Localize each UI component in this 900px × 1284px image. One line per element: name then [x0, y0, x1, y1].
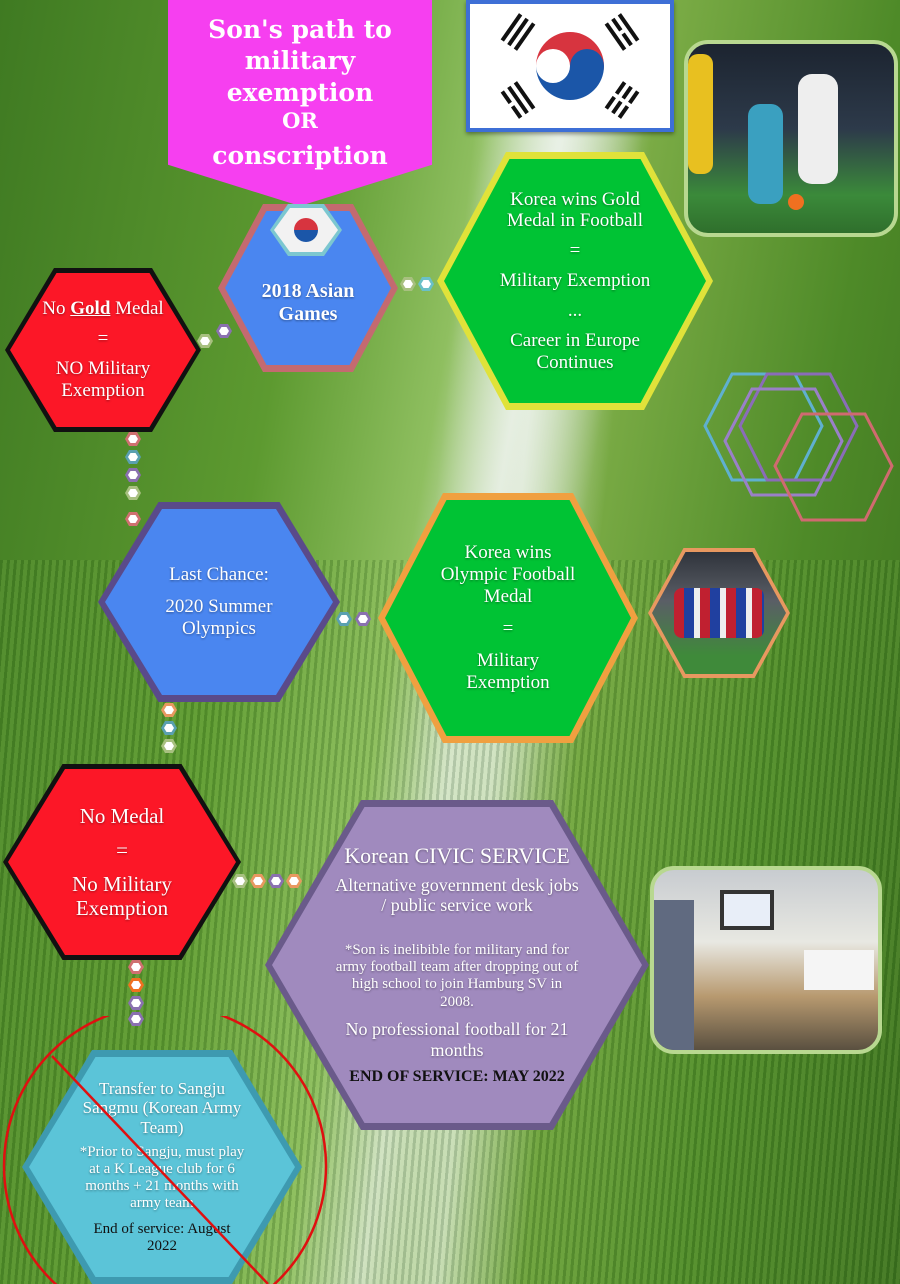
- connector-dot: [268, 874, 284, 888]
- no-gold-text: No Gold Medal: [42, 298, 163, 320]
- no-gold-pre: No: [42, 298, 71, 320]
- olympics-last-chance: Last Chance:: [169, 564, 269, 586]
- hex-no-gold: No Gold Medal = NO Military Exemption: [5, 268, 201, 432]
- no-medal-text: No Medal: [79, 803, 165, 828]
- connector-dot: [128, 996, 144, 1010]
- connector-dot: [128, 1012, 144, 1026]
- connector-dot: [125, 468, 141, 482]
- korean-flag-image: [466, 0, 674, 132]
- office-photo: [650, 866, 882, 1054]
- connector-dot: [161, 703, 177, 717]
- connector-dot: [125, 512, 141, 526]
- olympic-win-text: Korea wins Olympic Football Medal: [440, 542, 576, 608]
- equals: =: [97, 328, 109, 350]
- connector-dot: [161, 721, 177, 735]
- olympics-label: 2020 Summer Olympics: [165, 596, 273, 639]
- hex-no-medal: No Medal = No Military Exemption: [3, 764, 241, 960]
- gold-win-career: Career in Europe Continues: [510, 329, 640, 373]
- connector-dot: [286, 874, 302, 888]
- gold-word: Gold: [70, 298, 111, 320]
- ellipsis: ...: [567, 299, 583, 321]
- player-photo: [684, 40, 898, 237]
- connector-dot: [250, 874, 266, 888]
- equals: =: [116, 837, 128, 862]
- army-note: *Prior to Sangju, must play at a K Leagu…: [79, 1143, 245, 1212]
- connector-dot: [400, 277, 416, 291]
- no-exemption-text: No Military Exemption: [72, 872, 172, 921]
- army-title: Transfer to Sangju Sangmu (Korean Army T…: [82, 1078, 242, 1138]
- civic-title: Korean CIVIC SERVICE: [344, 843, 570, 869]
- equals: =: [502, 618, 514, 639]
- equals: =: [569, 240, 581, 262]
- olympic-win-exemption: Military Exemption: [466, 649, 550, 693]
- civic-end-of-service: END OF SERVICE: MAY 2022: [349, 1068, 565, 1086]
- no-gold-post: Medal: [110, 298, 164, 320]
- civic-subtitle: Alternative government desk jobs / publi…: [335, 874, 579, 916]
- flag-badge-icon: [270, 204, 342, 256]
- connector-dot: [355, 612, 371, 626]
- gold-win-exemption: Military Exemption: [499, 270, 651, 292]
- connector-dot: [216, 324, 232, 338]
- army-end-of-service: End of service: August 2022: [93, 1220, 231, 1254]
- prohibited-icon: [2, 1016, 328, 1284]
- decorative-hex-outlines: [703, 372, 894, 522]
- connector-dot: [418, 277, 434, 291]
- hex-civic-service: Korean CIVIC SERVICE Alternative governm…: [265, 800, 649, 1130]
- gold-win-text: Korea wins Gold Medal in Football: [506, 188, 644, 232]
- connector-dot: [125, 486, 141, 500]
- connector-dot: [336, 612, 352, 626]
- civic-note: *Son is inelibible for military and for …: [335, 941, 579, 1010]
- title-banner: Son's path to military exemption OR cons…: [168, 0, 432, 206]
- civic-no-football: No professional football for 21 months: [345, 1018, 569, 1060]
- connector-dot: [125, 450, 141, 464]
- connector-dot: [128, 978, 144, 992]
- title-line: Son's path to: [208, 15, 392, 44]
- hex-gold-win: Korea wins Gold Medal in Football = Mili…: [437, 152, 713, 410]
- connector-dot: [161, 739, 177, 753]
- asian-games-label: 2018 Asian Games: [261, 280, 355, 325]
- title-or: OR: [282, 107, 318, 133]
- title-line: military exemption: [226, 46, 374, 107]
- hex-olympic-win: Korea wins Olympic Football Medal = Mili…: [378, 493, 638, 743]
- team-photo: [648, 548, 790, 678]
- connector-dot: [232, 874, 248, 888]
- title-line: conscription: [212, 141, 388, 170]
- connector-dot: [128, 960, 144, 974]
- connector-dot: [125, 432, 141, 446]
- no-exemption-text: NO Military Exemption: [55, 358, 151, 401]
- connector-dot: [197, 334, 213, 348]
